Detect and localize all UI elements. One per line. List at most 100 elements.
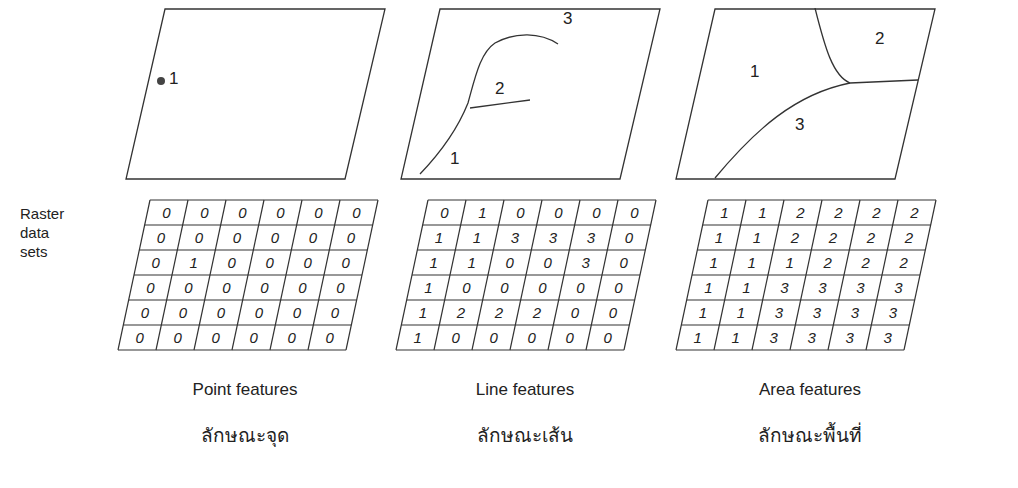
cell-value: 2 bbox=[834, 205, 842, 221]
cell-value: 3 bbox=[549, 230, 557, 246]
cell-value: 1 bbox=[429, 255, 437, 271]
cell-value: 0 bbox=[141, 305, 149, 321]
cell-value: 0 bbox=[592, 205, 600, 221]
cell-value: 2 bbox=[829, 230, 837, 246]
cell-value: 3 bbox=[818, 280, 826, 296]
cell-value: 0 bbox=[630, 205, 638, 221]
cell-value: 2 bbox=[867, 230, 875, 246]
cell-value: 0 bbox=[303, 255, 311, 271]
cell-value: 3 bbox=[581, 255, 589, 271]
cell-value: 0 bbox=[347, 230, 355, 246]
cell-value: 0 bbox=[554, 205, 562, 221]
cell-value: 0 bbox=[184, 280, 192, 296]
panel-outline bbox=[675, 8, 937, 181]
cell-value: 0 bbox=[352, 205, 360, 221]
cell-value: 0 bbox=[314, 205, 322, 221]
cell-value: 0 bbox=[538, 280, 546, 296]
vector-panel: 213 bbox=[675, 8, 937, 181]
cell-value: 0 bbox=[505, 255, 513, 271]
cell-value: 1 bbox=[189, 255, 197, 271]
cell-value: 1 bbox=[753, 230, 761, 246]
cell-value: 2 bbox=[899, 255, 907, 271]
cell-value: 3 bbox=[769, 330, 777, 346]
cell-value: 2 bbox=[910, 205, 918, 221]
cell-value: 2 bbox=[905, 230, 913, 246]
cell-value: 1 bbox=[720, 205, 728, 221]
cell-value: 0 bbox=[603, 330, 611, 346]
cell-value: 0 bbox=[211, 330, 219, 346]
feature-number: 1 bbox=[450, 150, 459, 168]
cell-value: 1 bbox=[731, 330, 739, 346]
cell-value: 3 bbox=[856, 280, 864, 296]
cell-value: 3 bbox=[775, 305, 783, 321]
cell-value: 1 bbox=[473, 230, 481, 246]
cell-value: 3 bbox=[780, 280, 788, 296]
cell-value: 2 bbox=[861, 255, 869, 271]
cell-value: 3 bbox=[894, 280, 902, 296]
cell-value: 0 bbox=[173, 330, 181, 346]
cell-value: 0 bbox=[179, 305, 187, 321]
cell-value: 0 bbox=[298, 280, 306, 296]
cell-value: 0 bbox=[341, 255, 349, 271]
cell-value: 0 bbox=[293, 305, 301, 321]
cell-value: 0 bbox=[195, 230, 203, 246]
cell-value: 2 bbox=[495, 305, 503, 321]
panel-caption: Area features bbox=[759, 380, 861, 400]
cell-value: 1 bbox=[699, 305, 707, 321]
cell-value: 1 bbox=[737, 305, 745, 321]
cell-value: 0 bbox=[619, 255, 627, 271]
cell-value: 0 bbox=[249, 330, 257, 346]
cell-value: 0 bbox=[146, 280, 154, 296]
cell-value: 1 bbox=[709, 255, 717, 271]
cell-value: 2 bbox=[791, 230, 799, 246]
cell-value: 3 bbox=[813, 305, 821, 321]
cell-value: 1 bbox=[419, 305, 427, 321]
feature-number: 3 bbox=[563, 10, 572, 28]
panel-caption: Point features bbox=[193, 380, 298, 400]
cell-value: 1 bbox=[747, 255, 755, 271]
cell-value: 2 bbox=[872, 205, 880, 221]
cell-value: 0 bbox=[625, 230, 633, 246]
cell-value: 1 bbox=[785, 255, 793, 271]
cell-value: 0 bbox=[543, 255, 551, 271]
cell-value: 0 bbox=[200, 205, 208, 221]
cell-value: 0 bbox=[238, 205, 246, 221]
cell-value: 0 bbox=[336, 280, 344, 296]
cell-value: 0 bbox=[500, 280, 508, 296]
cell-value: 0 bbox=[576, 280, 584, 296]
cell-value: 0 bbox=[222, 280, 230, 296]
cell-value: 1 bbox=[715, 230, 723, 246]
cell-value: 0 bbox=[135, 330, 143, 346]
side-label: Raster data sets bbox=[20, 204, 74, 261]
cell-value: 3 bbox=[845, 330, 853, 346]
vector-panel: 1 bbox=[125, 8, 387, 181]
cell-value: 0 bbox=[271, 230, 279, 246]
cell-value: 2 bbox=[457, 305, 465, 321]
vector-panel: 321 bbox=[400, 8, 662, 181]
cell-value: 3 bbox=[851, 305, 859, 321]
cell-value: 0 bbox=[571, 305, 579, 321]
cell-value: 2 bbox=[796, 205, 804, 221]
cell-value: 1 bbox=[435, 230, 443, 246]
panel-outline bbox=[125, 8, 387, 181]
cell-value: 0 bbox=[565, 330, 573, 346]
cell-value: 0 bbox=[287, 330, 295, 346]
cell-value: 0 bbox=[331, 305, 339, 321]
cell-value: 1 bbox=[704, 280, 712, 296]
cell-value: 0 bbox=[227, 255, 235, 271]
cell-value: 3 bbox=[511, 230, 519, 246]
cell-value: 0 bbox=[265, 255, 273, 271]
thai-caption: ลักษณะเส้น bbox=[477, 423, 573, 447]
cell-value: 2 bbox=[533, 305, 541, 321]
cell-value: 0 bbox=[162, 205, 170, 221]
cell-value: 0 bbox=[325, 330, 333, 346]
thai-caption: ลักษณะพื้นที่ bbox=[758, 423, 862, 447]
panel-caption: Line features bbox=[476, 380, 574, 400]
cell-value: 1 bbox=[742, 280, 750, 296]
cell-value: 0 bbox=[309, 230, 317, 246]
cell-value: 0 bbox=[255, 305, 263, 321]
cell-value: 3 bbox=[587, 230, 595, 246]
cell-value: 1 bbox=[758, 205, 766, 221]
cell-value: 0 bbox=[614, 280, 622, 296]
